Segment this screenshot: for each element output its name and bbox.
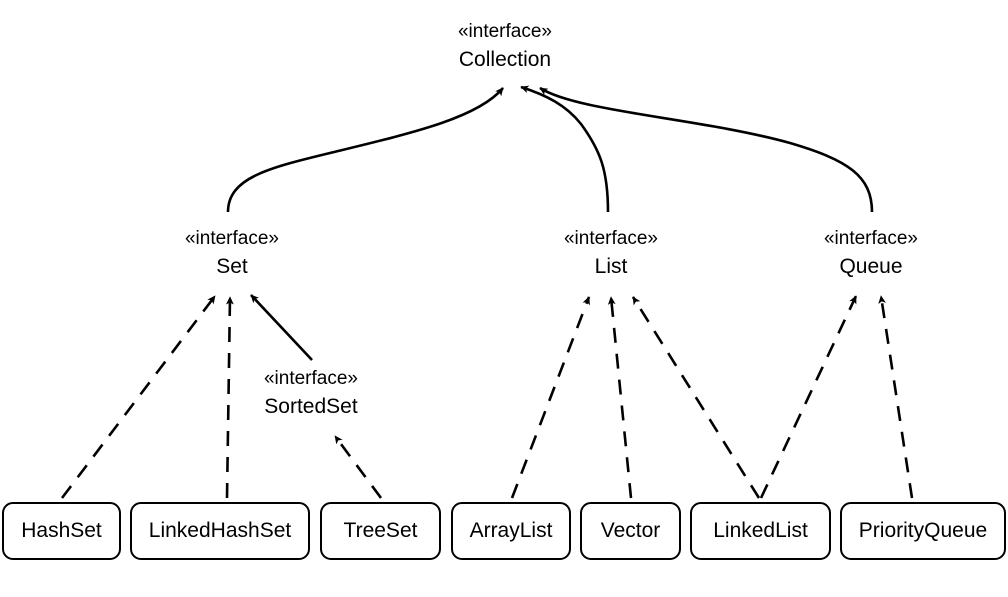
edge-vector-to-list bbox=[607, 296, 633, 499]
interface-name-collection: Collection bbox=[458, 48, 552, 71]
class-box-priorityqueue[interactable]: PriorityQueue bbox=[840, 502, 1006, 560]
stereotype-label-set: «interface» bbox=[184, 228, 279, 249]
interface-node-set[interactable]: «interface» Set bbox=[32, 229, 432, 277]
interface-node-sortedset[interactable]: «interface» SortedSet bbox=[111, 369, 511, 417]
class-label-treeset: TreeSet bbox=[343, 519, 418, 542]
interface-node-queue[interactable]: «interface» Queue bbox=[671, 229, 1008, 277]
class-label-linkedhashset: LinkedHashSet bbox=[148, 519, 292, 542]
edge-arraylist-to-list bbox=[510, 296, 591, 499]
edge-sortedset-to-set bbox=[250, 294, 313, 361]
stereotype-label-collection: «interface» bbox=[457, 21, 552, 42]
interface-node-list[interactable]: «interface» List bbox=[411, 229, 811, 277]
class-label-priorityqueue: PriorityQueue bbox=[858, 519, 988, 542]
class-box-hashset[interactable]: HashSet bbox=[2, 502, 121, 560]
edge-linkedlist-to-queue bbox=[759, 295, 858, 499]
edge-linkedhashset-to-set bbox=[225, 296, 234, 499]
edge-list-to-collection bbox=[520, 85, 610, 213]
interface-node-collection[interactable]: «interface» Collection bbox=[305, 22, 705, 70]
class-label-arraylist: ArrayList bbox=[469, 519, 553, 542]
edge-queue-to-collection bbox=[539, 86, 874, 213]
edge-priorityqueue-to-queue bbox=[878, 295, 914, 499]
edge-set-to-collection bbox=[226, 87, 504, 213]
class-box-treeset[interactable]: TreeSet bbox=[320, 502, 441, 560]
edge-linkedlist-to-list bbox=[631, 296, 761, 499]
edge-treeset-to-sortedset bbox=[333, 435, 383, 499]
interface-name-list: List bbox=[594, 255, 628, 278]
stereotype-label-queue: «interface» bbox=[823, 228, 918, 249]
class-box-arraylist[interactable]: ArrayList bbox=[451, 502, 571, 560]
edge-hashset-to-set bbox=[60, 295, 217, 499]
class-box-linkedlist[interactable]: LinkedList bbox=[690, 502, 831, 560]
interface-name-set: Set bbox=[216, 255, 248, 278]
interface-name-sortedset: SortedSet bbox=[264, 395, 358, 418]
stereotype-label-list: «interface» bbox=[563, 228, 658, 249]
interface-name-queue: Queue bbox=[839, 255, 903, 278]
class-box-vector[interactable]: Vector bbox=[580, 502, 681, 560]
class-label-hashset: HashSet bbox=[21, 519, 102, 542]
class-box-linkedhashset[interactable]: LinkedHashSet bbox=[130, 502, 310, 560]
stereotype-label-sortedset: «interface» bbox=[263, 368, 358, 389]
class-label-linkedlist: LinkedList bbox=[713, 519, 808, 542]
class-label-vector: Vector bbox=[600, 519, 661, 542]
